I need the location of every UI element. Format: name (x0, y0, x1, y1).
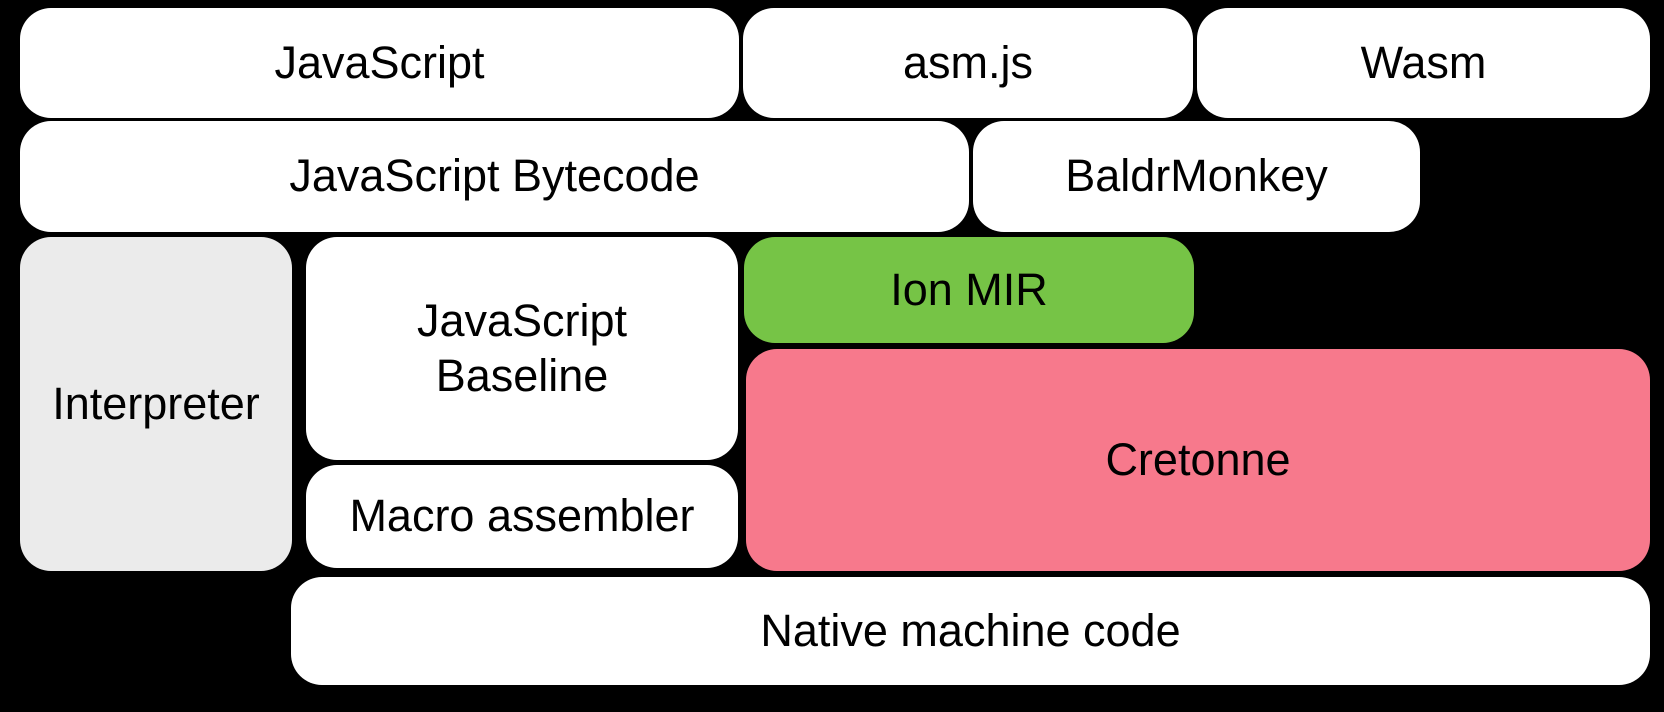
node-javascript-baseline: JavaScript Baseline (306, 237, 738, 460)
node-javascript-bytecode: JavaScript Bytecode (20, 121, 969, 232)
node-ion-mir: Ion MIR (744, 237, 1194, 343)
node-wasm: Wasm (1197, 8, 1650, 118)
node-baldrmonkey: BaldrMonkey (973, 121, 1420, 232)
node-javascript: JavaScript (20, 8, 739, 118)
node-macro-assembler: Macro assembler (306, 465, 738, 568)
node-interpreter: Interpreter (20, 237, 292, 571)
node-cretonne: Cretonne (746, 349, 1650, 571)
node-native-machine-code: Native machine code (291, 577, 1650, 685)
node-asm-js: asm.js (743, 8, 1193, 118)
